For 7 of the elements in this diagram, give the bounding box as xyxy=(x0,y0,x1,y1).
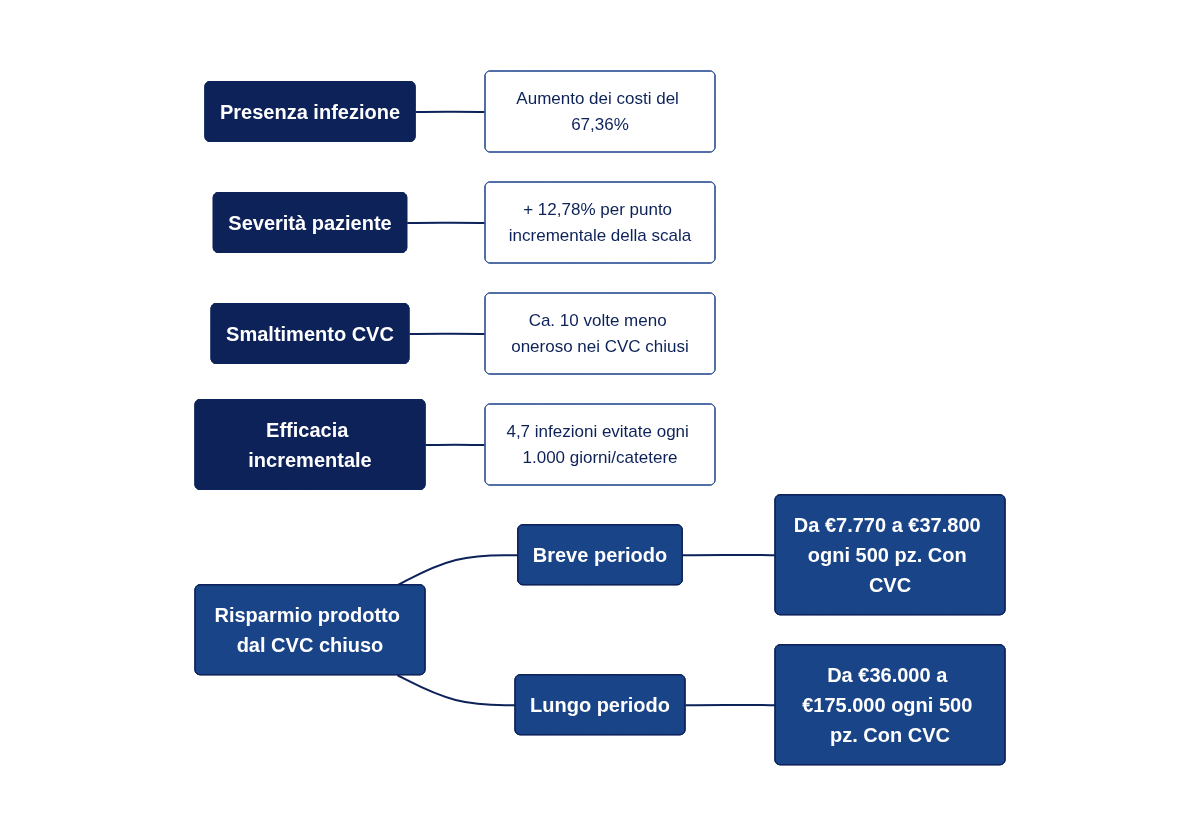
connector xyxy=(396,674,516,707)
connector xyxy=(424,443,486,447)
connector xyxy=(684,704,776,707)
connector xyxy=(405,221,486,225)
connector xyxy=(414,110,486,114)
connector xyxy=(681,554,776,557)
connector xyxy=(407,332,486,336)
